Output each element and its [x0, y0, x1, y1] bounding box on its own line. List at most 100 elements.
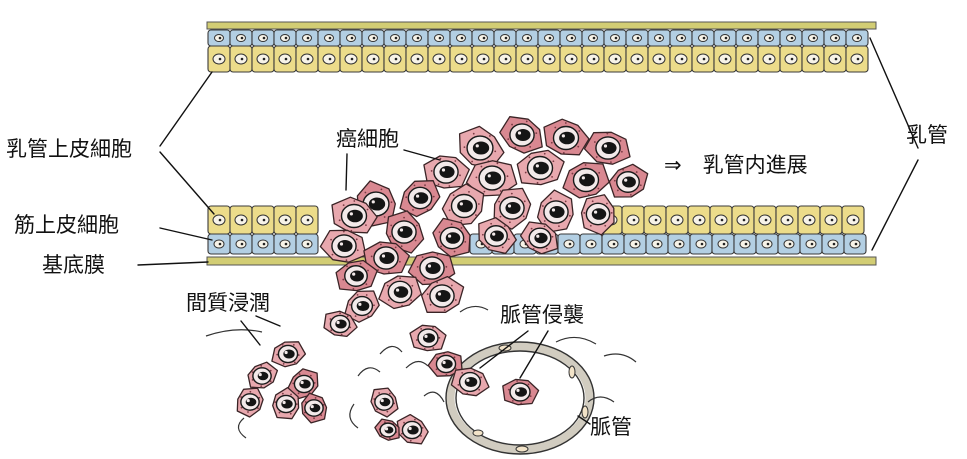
label-intraductal-spread: ⇒ 乳管内進展	[664, 153, 808, 177]
cancer-cell	[272, 342, 306, 367]
luminal-cell	[820, 206, 842, 234]
myoepithelial-cell	[230, 30, 252, 46]
luminal-cell	[714, 46, 736, 72]
luminal-cell	[736, 46, 758, 72]
label-stromal-invasion: 間質浸潤	[186, 291, 270, 315]
luminal-cell	[648, 46, 670, 72]
luminal-cell	[846, 46, 868, 72]
cancer-cell	[563, 163, 609, 198]
myoepithelial-cell	[560, 30, 582, 46]
label-cancer-cells: 癌細胞	[336, 127, 399, 151]
myoepithelial-cell	[208, 30, 230, 46]
cancer-cell	[248, 362, 277, 388]
myoepithelial-cell	[252, 30, 274, 46]
myoepithelial-cell	[624, 234, 646, 254]
myoepithelial-cell	[362, 30, 384, 46]
label-basement-membrane: 基底膜	[42, 253, 105, 277]
myoepithelial-cell	[822, 234, 844, 254]
luminal-cell	[538, 46, 560, 72]
myoepithelial-cell	[800, 234, 822, 254]
lower-basement-membrane	[207, 257, 876, 265]
luminal-cell	[758, 46, 780, 72]
cancer-cell	[500, 117, 542, 153]
myoepithelial-cell	[646, 234, 668, 254]
myoepithelial-cell	[690, 234, 712, 254]
myoepithelial-cell	[296, 234, 318, 254]
cancer-cell	[609, 164, 647, 197]
myoepithelial-cell	[274, 234, 296, 254]
myoepithelial-cell	[582, 30, 604, 46]
leader-duct-lower	[872, 160, 918, 250]
leader-myoepithelial	[160, 228, 212, 240]
cancer-cell	[237, 388, 263, 417]
cancer-cell	[585, 132, 631, 164]
luminal-cell	[692, 46, 714, 72]
label-vessel: 脈管	[590, 415, 632, 439]
label-duct: 乳管	[906, 123, 948, 147]
luminal-cell	[776, 206, 798, 234]
myoepithelial-cell	[450, 30, 472, 46]
myoepithelial-cell	[384, 30, 406, 46]
myoepithelial-cell	[538, 30, 560, 46]
luminal-cell	[252, 46, 274, 72]
myoepithelial-cell	[230, 234, 252, 254]
luminal-cell	[362, 46, 384, 72]
leader-cancer-2	[404, 150, 440, 160]
myoepithelial-cell	[758, 30, 780, 46]
upper-basement-membrane	[207, 22, 876, 29]
luminal-cell	[230, 206, 252, 234]
luminal-cell	[710, 206, 732, 234]
luminal-cell	[516, 46, 538, 72]
cancer-cell	[517, 150, 564, 184]
myoepithelial-cell	[472, 30, 494, 46]
myoepithelial-cell	[712, 234, 734, 254]
myoepithelial-cell	[824, 30, 846, 46]
myoepithelial-cell	[780, 30, 802, 46]
luminal-cell	[688, 206, 710, 234]
myoepithelial-cell	[714, 30, 736, 46]
cancer-cell	[375, 419, 399, 440]
luminal-cell	[230, 46, 252, 72]
myoepithelial-cell	[602, 234, 624, 254]
luminal-cell	[494, 46, 516, 72]
luminal-cell	[582, 46, 604, 72]
myoepithelial-cell	[604, 30, 626, 46]
myoepithelial-cell	[580, 234, 602, 254]
myoepithelial-cell	[318, 30, 340, 46]
leader-basement	[138, 262, 208, 265]
luminal-cell	[472, 46, 494, 72]
leader-stromal-2	[256, 316, 280, 326]
myoepithelial-cell	[626, 30, 648, 46]
upper-myoepithelial-row	[208, 30, 868, 46]
cancer-cell	[371, 388, 398, 417]
leader-stromal	[241, 321, 260, 345]
upper-duct-wall	[207, 22, 876, 72]
myoepithelial-cell	[692, 30, 714, 46]
myoepithelial-cell	[802, 30, 824, 46]
luminal-cell	[622, 206, 644, 234]
myoepithelial-cell	[406, 30, 428, 46]
label-myoepithelial: 筋上皮細胞	[14, 213, 119, 237]
myoepithelial-cell	[296, 30, 318, 46]
luminal-cell	[428, 46, 450, 72]
cancer-cell	[379, 276, 422, 309]
myoepithelial-cell	[734, 234, 756, 254]
luminal-cell	[406, 46, 428, 72]
luminal-cell	[798, 206, 820, 234]
myoepithelial-cell	[516, 30, 538, 46]
luminal-cell	[644, 206, 666, 234]
luminal-cell	[842, 206, 864, 234]
leader-luminal	[160, 72, 212, 146]
myoepithelial-cell	[428, 30, 450, 46]
luminal-cell	[274, 46, 296, 72]
label-vascular-invasion: 脈管侵襲	[500, 303, 584, 327]
luminal-cell	[252, 206, 274, 234]
myoepithelial-cell	[670, 30, 692, 46]
myoepithelial-cell	[558, 234, 580, 254]
luminal-cell	[318, 46, 340, 72]
cancer-cell	[302, 393, 327, 423]
myoepithelial-cell	[844, 234, 866, 254]
luminal-cell	[340, 46, 362, 72]
leader-cancer	[346, 154, 347, 190]
